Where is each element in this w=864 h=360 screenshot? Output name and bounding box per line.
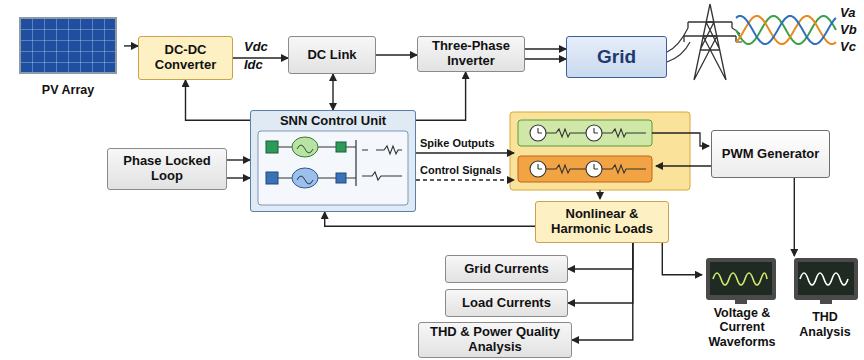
neuron-layer-panel <box>510 112 690 190</box>
process-box: DC-DC Converter <box>138 36 233 80</box>
signal-wire <box>416 133 711 199</box>
connector <box>376 55 417 56</box>
wire-label: Control Signals <box>420 164 501 176</box>
node-label: SNN Control Unit <box>280 114 386 129</box>
output-box: Load Currents <box>445 289 568 317</box>
solar-panel <box>20 18 116 73</box>
connector <box>333 74 334 110</box>
process-box: Three-Phase Inverter <box>417 36 525 72</box>
signal-name: Vc <box>840 40 856 54</box>
connector <box>227 160 250 178</box>
signal-name: Vb <box>840 23 857 37</box>
signal-name: Va <box>840 6 855 20</box>
connector-line <box>227 177 250 178</box>
connector-line <box>186 80 251 120</box>
sine-waves <box>736 16 836 44</box>
connector-line <box>227 159 250 160</box>
process-box: Phase Locked Loop <box>107 148 227 190</box>
connector-line <box>568 243 633 303</box>
node-label: THD Analysis <box>792 310 858 339</box>
connector <box>568 243 633 269</box>
node-label: PWM Generator <box>722 147 820 162</box>
node-label: PV Array <box>42 83 94 97</box>
connector-line <box>794 178 795 256</box>
process-box: Nonlinear & Harmonic Loads <box>535 201 669 243</box>
connector <box>416 72 466 120</box>
panel-fill <box>250 110 416 212</box>
connector-line <box>568 243 633 269</box>
output-box: Grid Currents <box>445 255 568 283</box>
connector <box>572 243 633 340</box>
connector-line <box>525 48 566 49</box>
grid-box: Grid <box>566 36 667 78</box>
connector-line <box>662 243 702 275</box>
monitor-display: Voltage & Current Waveforms <box>702 256 782 350</box>
connector <box>568 243 633 303</box>
monitor-display: THD Analysis <box>790 256 860 340</box>
node-label: DC Link <box>307 48 356 63</box>
signal-name: Vdc <box>244 40 268 54</box>
connector-line <box>325 212 535 226</box>
node-label: DC-DC Converter <box>143 43 228 73</box>
process-box: PWM Generator <box>711 130 830 178</box>
connector-line <box>376 54 417 55</box>
node-label: THD & Power Quality Analysis <box>423 325 567 355</box>
signal-name: Idc <box>244 58 263 72</box>
connector-line <box>572 243 633 340</box>
wire <box>667 28 742 62</box>
connector <box>186 80 251 120</box>
process-box: DC Link <box>288 36 376 74</box>
connector <box>794 178 795 256</box>
connector-line <box>124 45 138 46</box>
pv-array: PV Array <box>12 14 124 98</box>
connector <box>124 45 138 46</box>
connector <box>662 243 702 275</box>
monitor <box>706 258 858 304</box>
node-label: Three-Phase Inverter <box>422 39 520 69</box>
connector <box>525 49 566 59</box>
connector-line <box>332 74 333 110</box>
node-label: Phase Locked Loop <box>112 154 222 184</box>
neuron-circuit <box>258 131 408 205</box>
node-label: Grid <box>597 46 636 68</box>
transmission-tower <box>684 4 736 80</box>
node-label: Load Currents <box>462 296 551 311</box>
connector <box>325 212 535 226</box>
wire-label: Spike Outputs <box>420 137 495 149</box>
node-label: Grid Currents <box>464 262 549 277</box>
node-label: Nonlinear & Harmonic Loads <box>540 207 664 237</box>
connector-line <box>525 58 566 59</box>
control-unit: SNN Control Unit <box>250 110 416 212</box>
output-box: THD & Power Quality Analysis <box>418 322 572 358</box>
connector-line <box>416 72 466 120</box>
node-label: Voltage & Current Waveforms <box>704 306 780 349</box>
